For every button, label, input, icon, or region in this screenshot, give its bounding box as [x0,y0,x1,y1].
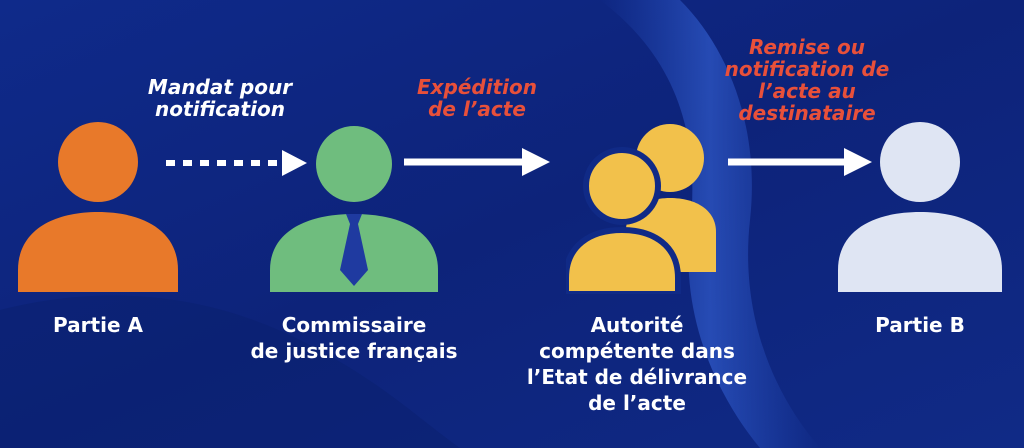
party-a-label: Partie A [53,313,143,337]
party-b-body [838,212,1002,292]
party-b-icon [838,122,1002,292]
authority-label: Autorité compétente dans l’Etat de déliv… [526,313,748,415]
party-b-head [880,122,960,202]
authority-icon [566,124,716,294]
commissaire-icon [270,126,438,292]
party-a-body [18,212,178,292]
dotted-arrow-right-icon [166,150,307,176]
authority-body-front [566,226,681,294]
commissaire-head [316,126,392,202]
party-a-icon [18,122,178,292]
remise-label: Remise ou notification de l’acte au dest… [724,35,890,125]
party-a-head [58,122,138,202]
authority-head-front [583,147,661,225]
tie-icon [340,214,368,286]
expedition-label: Expédition de l’acte [416,75,537,121]
party-b-label: Partie B [875,313,965,337]
arrow-right-icon [404,148,550,176]
commissaire-label: Commissaire de justice français [250,313,458,363]
mandat-label: Mandat pour notification [147,75,293,121]
arrow-right-icon [728,148,872,176]
